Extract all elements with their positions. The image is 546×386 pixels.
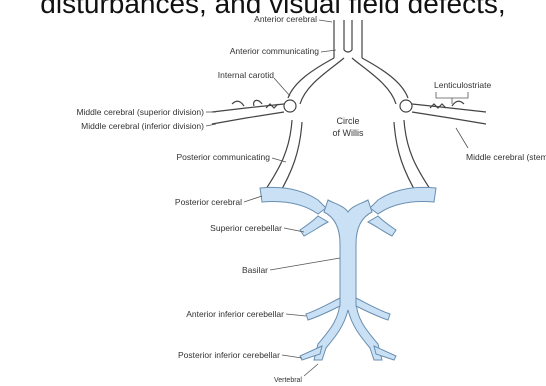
- label-anterior-inferior-cerebellar: Anterior inferior cerebellar: [186, 309, 284, 319]
- label-basilar: Basilar: [242, 265, 268, 275]
- label-middle-cerebral-superior: Middle cerebral (superior division): [76, 107, 204, 117]
- anterior-cerebral-arteries: [334, 20, 362, 58]
- label-posterior-inferior-cerebellar: Posterior inferior cerebellar: [178, 350, 280, 360]
- label-superior-cerebellar: Superior cerebellar: [210, 223, 282, 233]
- posterior-circulation: [260, 187, 436, 360]
- circle-of-willis-label-line2: of Willis: [333, 128, 364, 138]
- label-anterior-communicating: Anterior communicating: [230, 46, 320, 56]
- circle-vessels: [264, 58, 432, 196]
- label-anterior-cerebral: Anterior cerebral: [254, 14, 317, 24]
- label-middle-cerebral-inferior: Middle cerebral (inferior division): [81, 121, 204, 131]
- circle-of-willis-label-line1: Circle: [336, 116, 359, 126]
- right-middle-cerebral: [400, 100, 486, 124]
- label-lenticulostriate: Lenticulostriate: [434, 80, 491, 90]
- left-middle-cerebral: [212, 100, 296, 124]
- label-middle-cerebral-stem: Middle cerebral (stem): [466, 152, 546, 162]
- label-posterior-cerebral: Posterior cerebral: [175, 197, 242, 207]
- label-internal-carotid: Internal carotid: [218, 70, 274, 80]
- label-vertebral: Vertebral: [274, 377, 302, 384]
- label-posterior-communicating: Posterior communicating: [176, 152, 270, 162]
